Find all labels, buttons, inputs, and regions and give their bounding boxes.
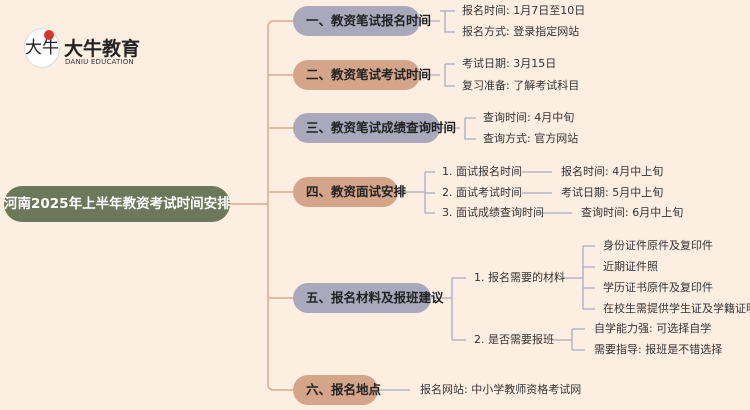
- branch-node[interactable]: 一、教资笔试报名时间: [293, 6, 431, 36]
- leaf-node: 查询方式: 官方网站: [483, 132, 579, 145]
- leaf-node: 考试日期: 3月15日: [462, 57, 557, 70]
- sub-node: 3. 面试成绩查询时间: [442, 206, 544, 219]
- leaf-node: 报名时间: 1月7日至10日: [462, 4, 586, 17]
- root-node[interactable]: 河南2025年上半年教资考试时间安排: [4, 186, 231, 222]
- logo-name: 大牛教育: [64, 38, 141, 60]
- leaf-node: 学历证书原件及复印件: [603, 281, 713, 294]
- leaf-node: 复习准备: 了解考试科目: [462, 79, 580, 92]
- logo-dot: [44, 30, 54, 40]
- branch-node[interactable]: 四、教资面试安排: [293, 177, 406, 207]
- sub-node: 2. 面试考试时间: [442, 186, 522, 199]
- trunk-line: [267, 20, 293, 391]
- leaf-node: 自学能力强: 可选择自学: [594, 322, 712, 335]
- leaf-node: 报名方式: 登录指定网站: [462, 25, 580, 38]
- leaf-node: 考试日期: 5月中上旬: [561, 186, 664, 199]
- branch-node[interactable]: 六、报名地点: [293, 375, 381, 405]
- leaf-node: 需要指导: 报班是不错选择: [594, 343, 723, 356]
- leaf-node: 报名时间: 4月中上旬: [561, 165, 664, 178]
- leaf-node: 在校生需提供学生证及学籍证明: [603, 302, 750, 315]
- logo-subtitle: DANIU EDUCATION: [65, 58, 134, 66]
- sub-node: 2. 是否需要报班: [474, 333, 554, 346]
- sub-node: 1. 面试报名时间: [442, 165, 522, 178]
- leaf-node: 身份证件原件及复印件: [603, 239, 713, 252]
- leaf-node: 查询时间: 6月中上旬: [581, 206, 684, 219]
- leaf-node: 查询时间: 4月中旬: [483, 111, 575, 124]
- leaf-node: 报名网站: 中小学教师资格考试网: [420, 383, 582, 396]
- sub-node: 1. 报名需要的材料: [474, 271, 565, 284]
- leaf-node: 近期证件照: [603, 260, 658, 273]
- branch-node[interactable]: 五、报名材料及报班建议: [293, 283, 444, 313]
- logo-mark: 大牛: [24, 28, 60, 68]
- branch-node[interactable]: 二、教资笔试考试时间: [293, 60, 431, 90]
- branch-node[interactable]: 三、教资笔试成绩查询时间: [293, 113, 456, 143]
